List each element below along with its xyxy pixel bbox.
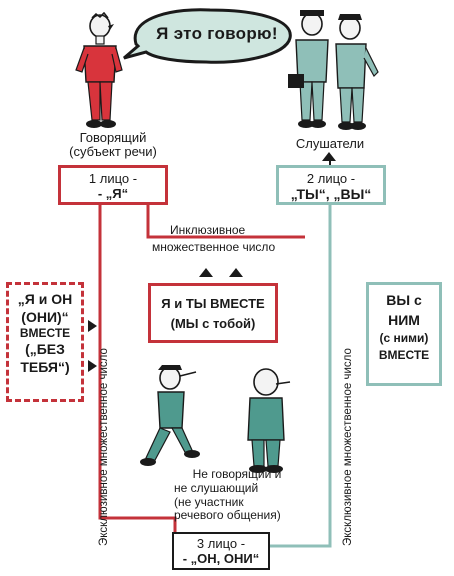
listeners-arrow-icon [322, 152, 336, 161]
speech-bubble [123, 8, 292, 64]
speech-bubble-text: Я это говорю! [156, 24, 278, 43]
exclusive-left-label: Эксклюзивное множественное число [98, 348, 110, 546]
inclusive-line1: Инклюзивное [170, 223, 246, 237]
third-person-line1: 3 лицо - [196, 536, 246, 551]
left-box-arrow-top-icon [88, 320, 97, 332]
left-box-line5: ТЕБЯ“) [20, 358, 70, 375]
second-person-line2: „ТЫ“, „ВЫ“ [290, 186, 372, 202]
left-box-line1: „Я и ОН [17, 291, 73, 307]
left-box-line4: („БЕЗ [25, 341, 65, 357]
left-box-arrow-bottom-icon [88, 360, 97, 372]
right-box-line4: ВМЕСТЕ [378, 347, 430, 362]
non-participant-line3: (не участник [174, 494, 244, 509]
second-person-line1: 2 лицо - [306, 171, 356, 186]
speaker-figure [75, 12, 123, 128]
right-box-line3: (с ними) [379, 331, 429, 346]
exclusive-right-box: ВЫ с НИМ (с ними) ВМЕСТЕ [366, 282, 442, 386]
first-person-box: 1 лицо - - „Я“ [58, 165, 168, 205]
inclusive-arrow-right-icon [229, 268, 243, 277]
right-box-line2: НИМ [388, 311, 420, 328]
inclusive-label: Инклюзивное множественное число [150, 224, 330, 253]
first-person-line1: 1 лицо - [88, 171, 138, 186]
non-participant-label: Не говорящий и не слушающий (не участник… [162, 467, 312, 523]
first-person-line2: - „Я“ [97, 186, 129, 201]
non-participant-line1: Не говорящий и [192, 467, 282, 481]
left-box-line2: (ОНИ)“ [21, 308, 69, 325]
inclusive-box: Я и ТЫ ВМЕСТЕ (МЫ с тобой) [148, 283, 278, 343]
third-person-box: 3 лицо - - „ОН, ОНИ“ [172, 532, 270, 570]
second-person-box: 2 лицо - „ТЫ“, „ВЫ“ [276, 165, 386, 205]
third-person-line2: - „ОН, ОНИ“ [182, 551, 260, 566]
right-box-line1: ВЫ с [386, 292, 422, 308]
speaker-subtitle: (субъект речи) [69, 143, 157, 159]
left-box-line3: ВМЕСТЕ [19, 326, 71, 340]
speaker-label: Говорящий (субъект речи) [48, 131, 178, 158]
third-person-figures [140, 365, 291, 473]
listeners-label: Слушатели [295, 136, 365, 151]
non-participant-line2: не слушающий [174, 480, 259, 495]
exclusive-right-label: Эксклюзивное множественное число [342, 348, 354, 546]
non-participant-line4: речевого общения) [174, 508, 281, 523]
inclusive-arrow-left-icon [199, 268, 213, 277]
speaker-title: Говорящий [79, 130, 147, 145]
inclusive-line2: множественное число [152, 239, 276, 254]
inclusive-box-line2: (МЫ с тобой) [170, 315, 256, 331]
inclusive-box-line1: Я и ТЫ ВМЕСТЕ [161, 296, 265, 311]
listeners-figure [288, 10, 379, 130]
exclusive-left-box: „Я и ОН (ОНИ)“ ВМЕСТЕ („БЕЗ ТЕБЯ“) [6, 282, 84, 402]
